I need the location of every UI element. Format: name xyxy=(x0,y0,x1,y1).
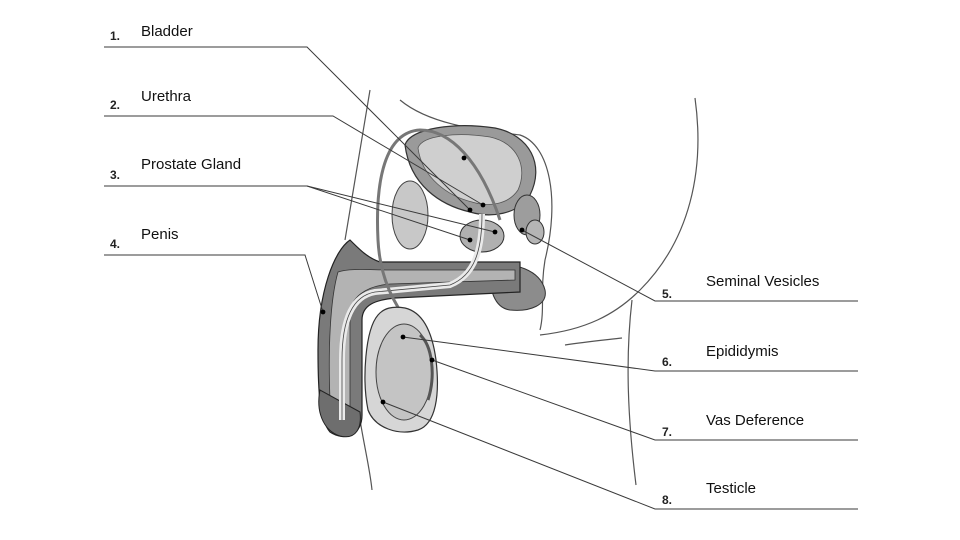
label-prostate-gland: Prostate Gland xyxy=(141,156,241,173)
leader-line-6 xyxy=(402,336,858,372)
anatomy-illustration xyxy=(317,89,699,491)
bladder-inner xyxy=(417,134,523,205)
number-4: 4. xyxy=(110,237,120,251)
number-3: 3. xyxy=(110,168,120,182)
label-penis: Penis xyxy=(141,226,179,243)
label-epididymis: Epididymis xyxy=(706,343,779,360)
dot-testicle xyxy=(380,399,386,405)
leader-dots xyxy=(320,155,525,405)
number-8: 8. xyxy=(662,493,672,507)
leader-lines xyxy=(104,46,858,510)
label-testicle: Testicle xyxy=(706,480,756,497)
thigh-outline xyxy=(627,299,637,486)
label-bladder: Bladder xyxy=(141,23,193,40)
leader-line-2 xyxy=(104,115,484,206)
dot-prostate-a xyxy=(467,237,473,243)
number-2: 2. xyxy=(110,98,120,112)
dot-vas-deference xyxy=(429,357,435,363)
leader-line-4 xyxy=(104,254,324,313)
label-numbers: 1. 2. 3. 4. 5. 6. 7. 8. xyxy=(110,29,672,507)
number-7: 7. xyxy=(662,425,672,439)
label-seminal-vesicles: Seminal Vesicles xyxy=(706,273,819,290)
dot-bladder xyxy=(467,207,473,213)
leader-line-8 xyxy=(382,401,858,510)
gluteal-line xyxy=(564,337,623,346)
number-1: 1. xyxy=(110,29,120,43)
pubic-bone xyxy=(391,180,429,250)
dot-urethra xyxy=(480,202,486,208)
label-texts: Bladder Urethra Prostate Gland Penis Sem… xyxy=(141,23,819,497)
abdomen-outline xyxy=(344,89,371,241)
number-6: 6. xyxy=(662,355,672,369)
dot-epididymis xyxy=(400,334,406,340)
leg-front-outline xyxy=(359,419,373,491)
leader-line-3b xyxy=(306,185,496,233)
leader-line-7 xyxy=(431,359,858,441)
vas-deferens-path xyxy=(376,128,502,326)
body-outline xyxy=(539,97,699,336)
label-urethra: Urethra xyxy=(141,88,192,105)
dot-bladder-marker xyxy=(461,155,467,161)
label-vas-deference: Vas Deference xyxy=(706,412,804,429)
dot-seminal-vesicles xyxy=(519,227,525,233)
leader-line-1 xyxy=(104,46,471,211)
dot-penis xyxy=(320,309,326,315)
dot-prostate-b xyxy=(492,229,498,235)
number-5: 5. xyxy=(662,287,672,301)
leader-line-5 xyxy=(521,229,858,302)
